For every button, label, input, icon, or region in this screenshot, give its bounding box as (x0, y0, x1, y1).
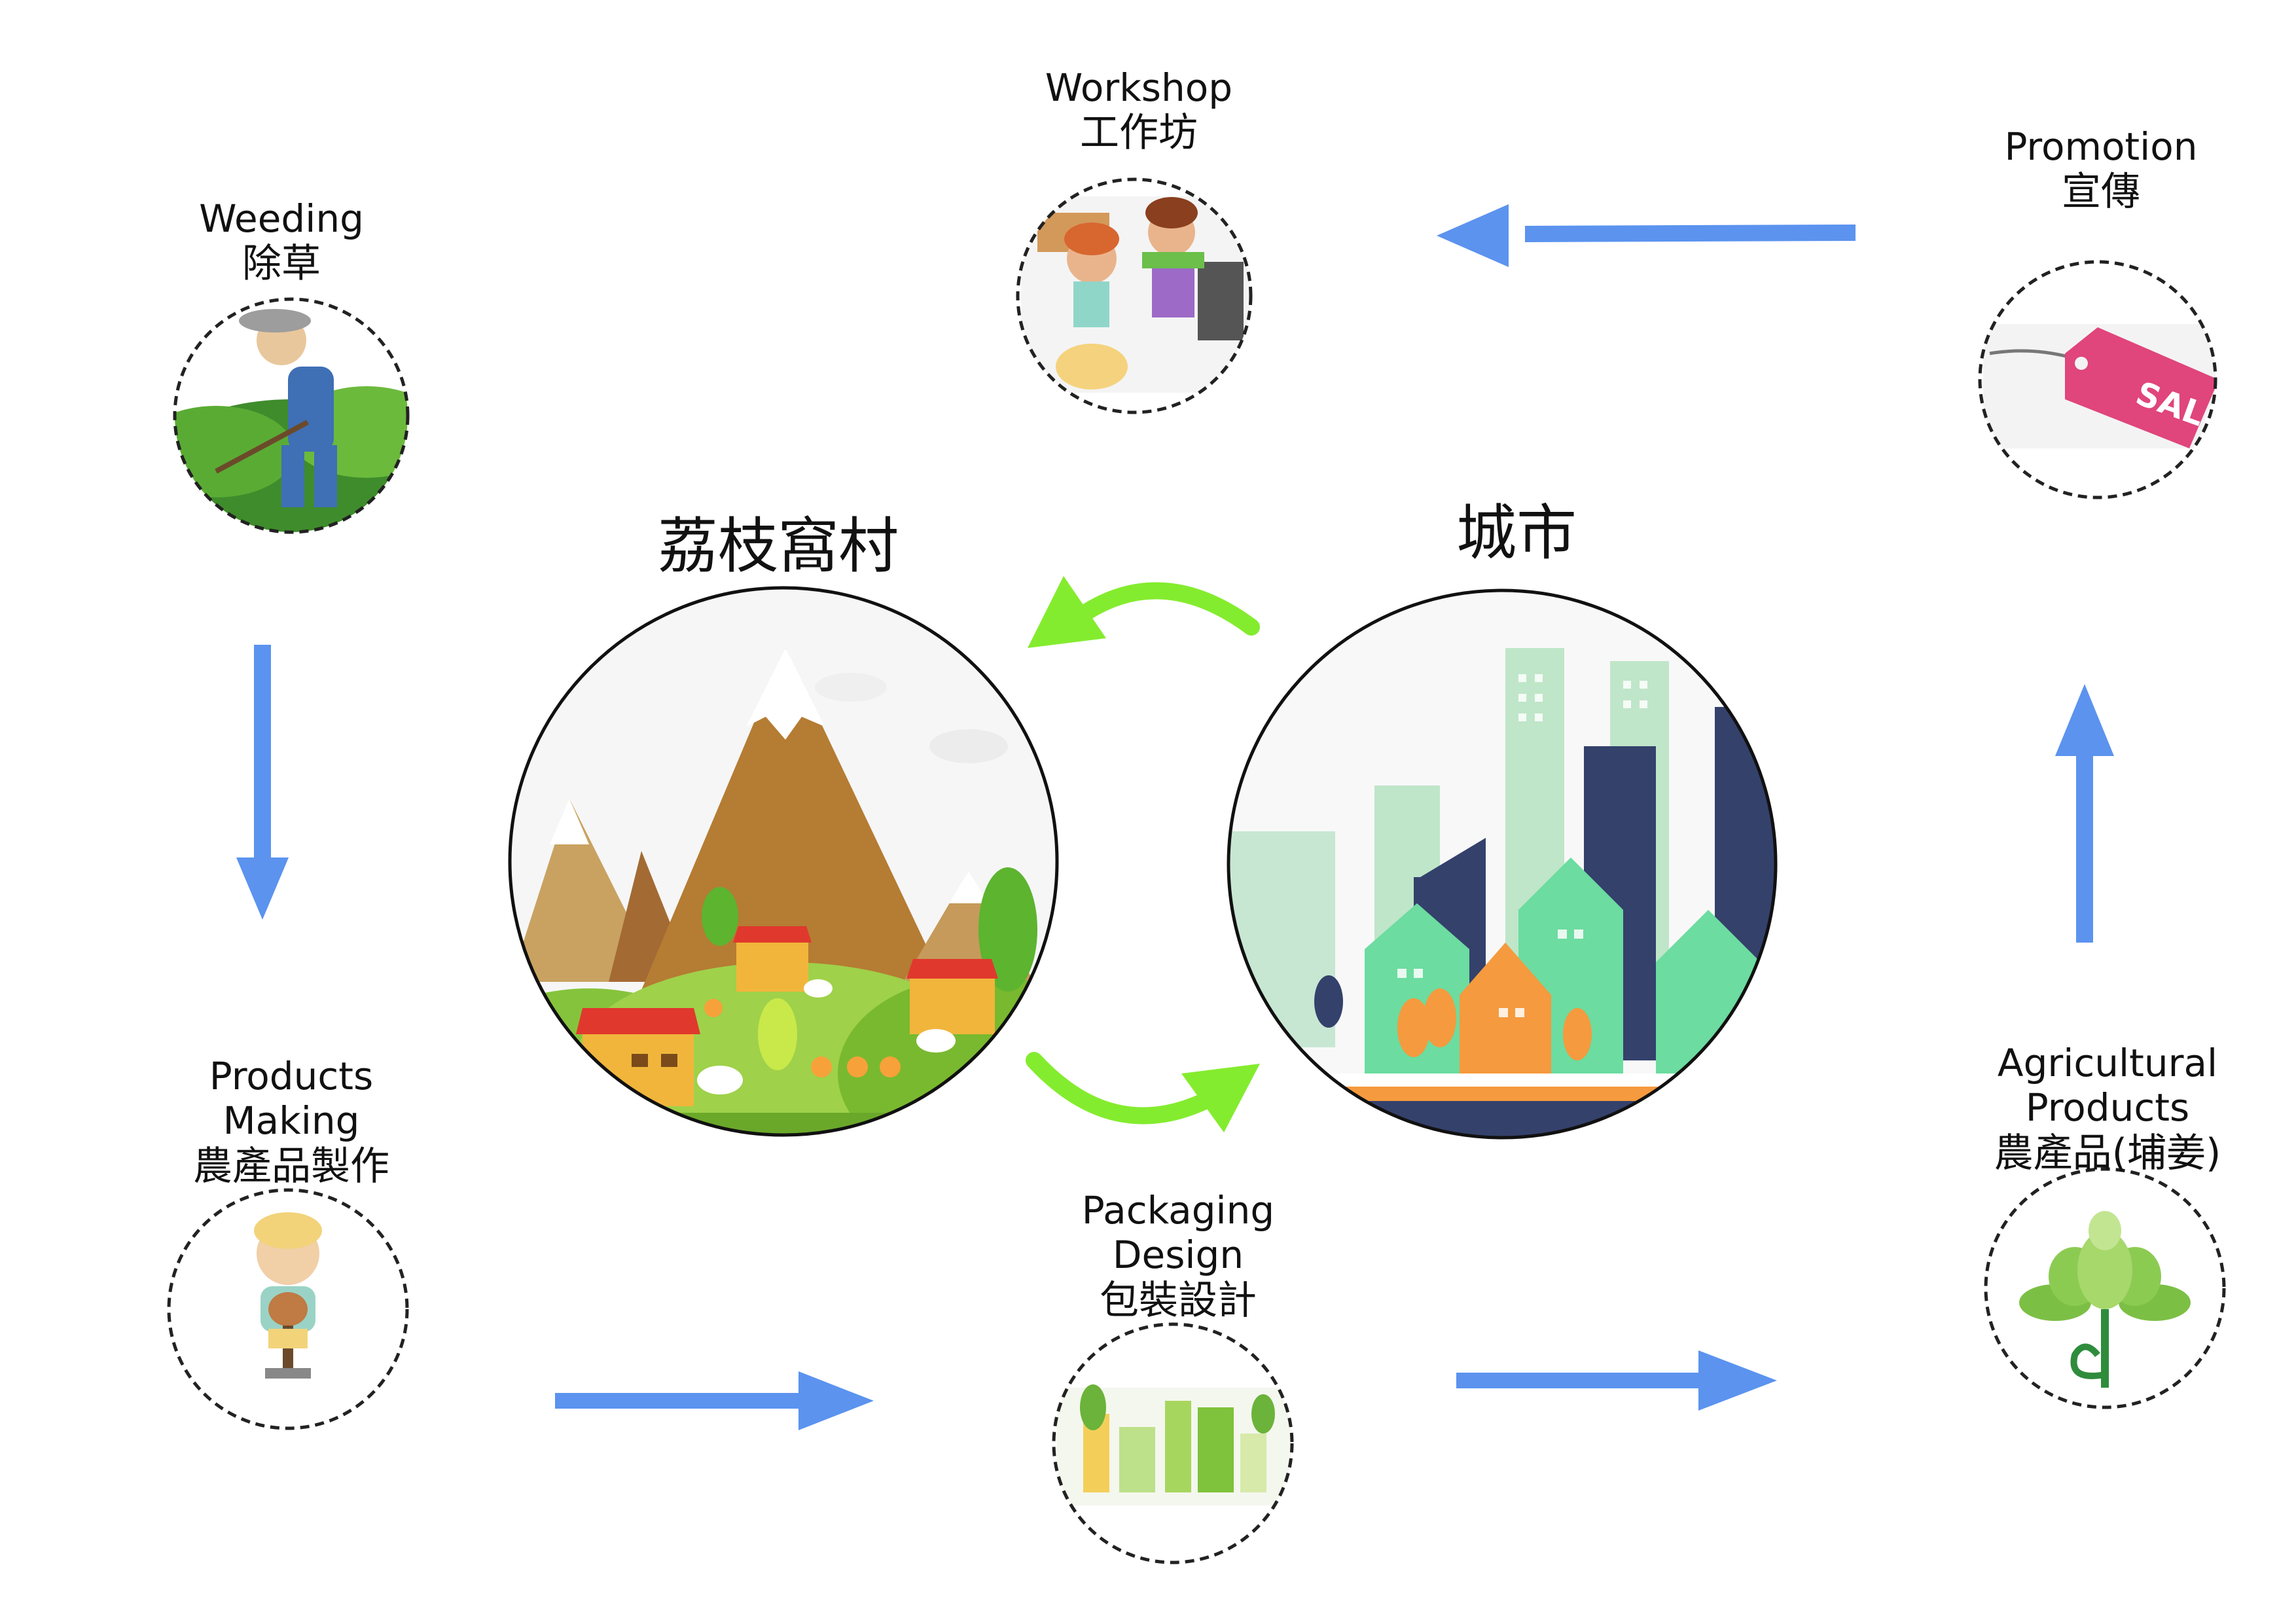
farmer-weeding-icon (175, 309, 408, 532)
products-making-node-image (167, 1188, 409, 1430)
village-title: 荔枝窩村 (658, 511, 899, 581)
products-making-label: Products Making 農產品製作 (170, 1054, 412, 1190)
agricultural-products-label-zh: 農產品(埔姜) (1994, 1130, 2221, 1176)
arrow-promotion-to-workshop (1437, 204, 1856, 267)
arrow-making-to-packaging (555, 1371, 874, 1430)
agricultural-products-label-en2: Products (2025, 1085, 2190, 1130)
arrow-agricultural-to-promotion (2055, 684, 2114, 943)
products-making-label-en1: Products (209, 1054, 374, 1098)
packaging-design-node-image (1052, 1322, 1294, 1564)
workshop-label: Workshop 工作坊 (1034, 65, 1244, 156)
product-bottles-icon (1057, 1384, 1292, 1506)
packaging-design-label: Packaging Design 包裝設計 (1047, 1188, 1309, 1324)
weeding-node-image (173, 297, 410, 534)
weeding-label: Weeding 除草 (183, 196, 380, 287)
packaging-design-label-en1: Packaging (1081, 1188, 1275, 1233)
village-illustration (508, 586, 1059, 1137)
pottery-child-icon (254, 1212, 322, 1379)
promotion-label: Promotion 宣傳 (1996, 124, 2206, 215)
workshop-node-image (1016, 177, 1253, 414)
weeding-label-en: Weeding (199, 196, 364, 241)
packaging-design-label-en2: Design (1112, 1233, 1244, 1278)
agricultural-products-node-image (1984, 1167, 2226, 1409)
sale-tag-icon: SALE (1983, 324, 2215, 448)
city-illustration (1227, 588, 1778, 1140)
promotion-label-zh: 宣傳 (2062, 169, 2140, 215)
agricultural-products-label: Agricultural Products 農產品(埔姜) (1970, 1041, 2245, 1177)
promotion-node-image: SALE (1978, 260, 2217, 499)
products-making-label-en2: Making (223, 1098, 360, 1144)
promotion-label-en: Promotion (2004, 124, 2198, 169)
kids-cooking-icon (1021, 196, 1250, 393)
products-making-label-zh: 農產品製作 (193, 1143, 389, 1189)
workshop-label-en: Workshop (1045, 65, 1233, 110)
agricultural-products-label-en1: Agricultural (1997, 1041, 2218, 1085)
workshop-label-zh: 工作坊 (1080, 110, 1198, 156)
packaging-design-label-zh: 包裝設計 (1100, 1277, 1257, 1324)
green-plant-icon (2019, 1211, 2191, 1388)
cycle-arrow-to-village (1028, 576, 1260, 648)
arrow-weeding-to-making (236, 645, 289, 920)
cycle-arrow-to-city (1026, 1052, 1260, 1132)
city-title: 城市 (1456, 498, 1577, 568)
weeding-label-zh: 除草 (242, 241, 321, 287)
arrow-packaging-to-agricultural (1456, 1350, 1777, 1411)
